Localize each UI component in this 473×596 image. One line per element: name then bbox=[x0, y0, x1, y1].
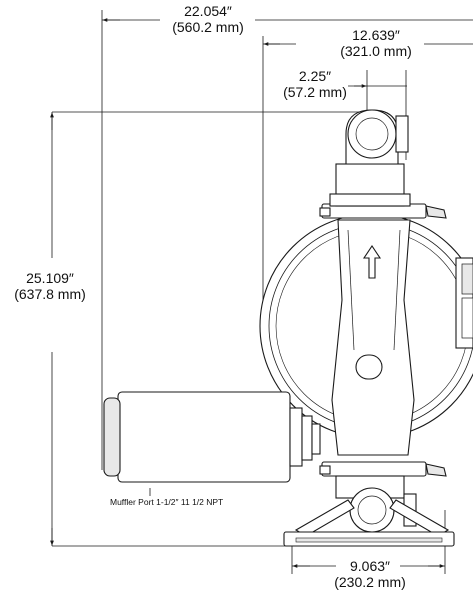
dim-overall-height-label: 25.109″ (637.8 mm) bbox=[0, 270, 100, 303]
dim-overall-width-inches: 22.054″ bbox=[184, 3, 232, 19]
inlet-port-inner bbox=[357, 495, 387, 525]
muffler-port-callout: Muffler Port 1-1/2″ 11 1/2 NPT bbox=[110, 497, 224, 507]
dim-base-width-inches: 9.063″ bbox=[350, 558, 390, 574]
dim-overall-width-label: 22.054″ (560.2 mm) bbox=[160, 3, 256, 35]
discharge-flange bbox=[395, 115, 409, 153]
muffler-coupling-2 bbox=[301, 415, 313, 461]
base-foot-right bbox=[389, 499, 450, 537]
dim-port-offset-label: 2.25″ (57.2 mm) bbox=[268, 68, 362, 100]
air-valve-detail-2 bbox=[461, 297, 473, 339]
pump-body bbox=[103, 109, 473, 547]
center-port-bolt bbox=[355, 354, 383, 380]
dim-center-right-inches: 12.639″ bbox=[352, 27, 400, 43]
manifold-rib-left bbox=[347, 229, 355, 351]
inlet-port bbox=[349, 487, 395, 533]
dim-overall-width-mm: (560.2 mm) bbox=[172, 19, 244, 36]
dim-center-right-mm: (321.0 mm) bbox=[340, 43, 412, 60]
base-foot-left bbox=[294, 499, 355, 537]
muffler-coupling-1 bbox=[289, 407, 303, 467]
dim-base-width-mm: (230.2 mm) bbox=[334, 574, 406, 591]
discharge-port bbox=[347, 109, 397, 159]
dim-port-offset-inches: 2.25″ bbox=[298, 68, 332, 84]
dim-center-right-label: 12.639″ (321.0 mm) bbox=[326, 27, 426, 59]
muffler-coupling-3 bbox=[311, 423, 321, 455]
dim-overall-height-inches: 25.109″ bbox=[26, 270, 74, 286]
top-clamp-handle bbox=[425, 205, 447, 219]
dim-overall-height-mm: (637.8 mm) bbox=[14, 286, 86, 303]
discharge-port-inner bbox=[355, 117, 389, 151]
bottom-clamp-band bbox=[321, 461, 427, 477]
base-plate-detail bbox=[295, 537, 443, 543]
dim-port-offset-mm: (57.2 mm) bbox=[283, 84, 347, 101]
bottom-clamp-tab-left bbox=[319, 465, 331, 475]
center-manifold bbox=[331, 219, 415, 456]
dimension-arrows bbox=[50, 18, 445, 568]
flow-arrow-icon bbox=[362, 245, 382, 279]
muffler-end-cap bbox=[103, 397, 121, 477]
discharge-collar bbox=[329, 193, 411, 207]
manifold-rib-right bbox=[393, 229, 401, 351]
air-valve-detail bbox=[461, 263, 473, 295]
bottom-clamp-handle bbox=[425, 463, 447, 477]
dimension-lines bbox=[51, 10, 473, 574]
dim-base-width-label: 9.063″ (230.2 mm) bbox=[320, 558, 420, 590]
top-clamp-tab-left bbox=[319, 207, 331, 217]
muffler-body bbox=[117, 391, 291, 483]
